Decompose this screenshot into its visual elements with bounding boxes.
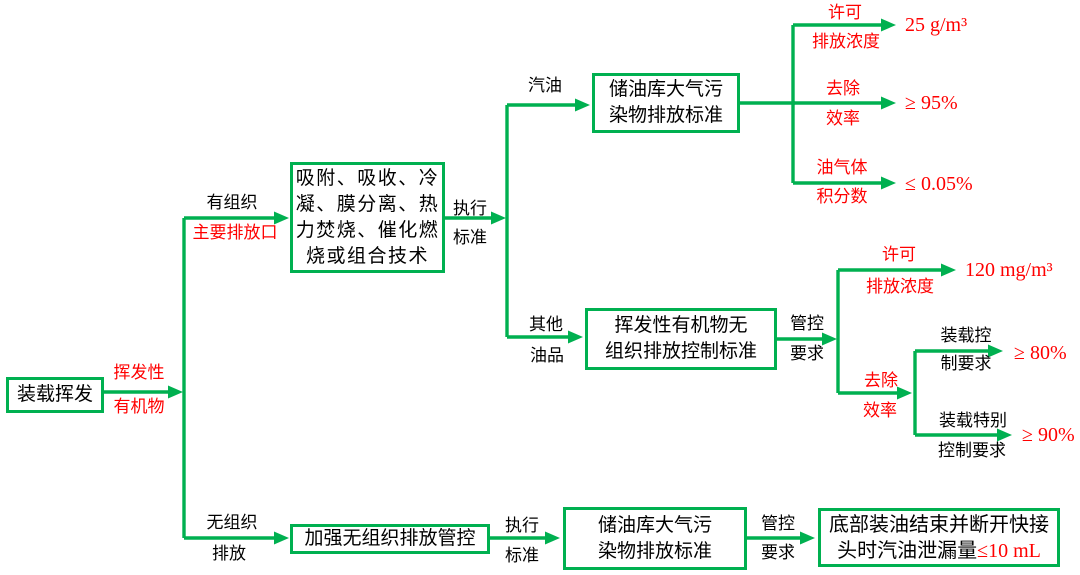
edge-control-req-1-bottom: 要求: [790, 344, 824, 363]
value-removal-eff-1: ≥ 95%: [905, 92, 958, 114]
edge-permit-conc-2-bottom: 排放浓度: [866, 277, 934, 296]
node-storage-standard-2: 储油库大气污 染物排放标准: [563, 507, 747, 570]
edge-removal-eff-1-top: 去除: [826, 79, 860, 98]
edge-exec-std-1-bottom: 标准: [453, 228, 487, 247]
value-permit-conc-2: 120 mg/m³: [965, 259, 1053, 281]
value-loading-special: ≥ 90%: [1022, 424, 1075, 446]
edge-removal-eff-2-bottom: 效率: [863, 401, 897, 420]
value-loading-control: ≥ 80%: [1014, 342, 1067, 364]
node-bottom-loading-leak: 底部装油结束并断开快接头时汽油泄漏量≤10 mL: [818, 508, 1060, 567]
edge-control-req-2-bottom: 要求: [761, 543, 795, 562]
node-voc-fugitive-standard: 挥发性有机物无 组织排放控制标准: [585, 308, 777, 370]
edge-removal-eff-2-top: 去除: [864, 371, 898, 390]
edge-permit-conc-1-top: 许可: [828, 3, 862, 22]
edge-loading-special-bottom: 控制要求: [938, 441, 1006, 460]
edge-exec-std-2-top: 执行: [505, 516, 539, 535]
node-loading-volatilization: 装载挥发: [6, 377, 104, 413]
edge-other-oils-bottom: 油品: [530, 346, 564, 365]
edge-control-req-2-top: 管控: [761, 514, 795, 533]
edge-exec-std-1-top: 执行: [453, 199, 487, 218]
arrowheads: [168, 18, 1012, 545]
edge-oil-gas-fraction-top: 油气体: [816, 158, 868, 177]
edge-loading-special-top: 装载特别: [939, 411, 1007, 430]
edge-voc-bottom: 有机物: [113, 397, 165, 416]
edge-removal-eff-1-bottom: 效率: [826, 109, 860, 128]
edge-loading-control-top: 装载控: [940, 326, 992, 345]
edge-permit-conc-1-bottom: 排放浓度: [812, 32, 880, 51]
edge-organized: 有组织: [206, 193, 258, 212]
node-storage-standard-1: 储油库大气污 染物排放标准: [592, 73, 740, 133]
bottom-loading-line1: 底部装油结束并断开快接: [829, 513, 1049, 536]
leak-limit-value: ≤10 mL: [977, 539, 1041, 562]
edge-unorganized-top: 无组织: [206, 513, 258, 532]
edge-unorganized-bottom: 排放: [212, 544, 246, 563]
edge-voc-top: 挥发性: [113, 363, 165, 382]
edge-control-req-1-top: 管控: [790, 314, 824, 333]
node-treatment-technology: 吸附、吸收、冷 凝、膜分离、热 力焚烧、催化燃 烧或组合技术: [290, 162, 445, 273]
edge-permit-conc-2-top: 许可: [882, 245, 916, 264]
value-permit-conc-1: 25 g/m³: [905, 14, 968, 36]
edge-main-outlet: 主要排放口: [192, 223, 278, 242]
edge-loading-control-bottom: 制要求: [940, 354, 992, 373]
bottom-loading-line2: 头时汽油泄漏量≤10 mL: [837, 539, 1041, 562]
edge-oil-gas-fraction-bottom: 积分数: [816, 187, 868, 206]
edge-other-oils-top: 其他: [529, 315, 563, 334]
edge-exec-std-2-bottom: 标准: [505, 546, 539, 565]
value-oil-gas-fraction: ≤ 0.05%: [905, 173, 973, 195]
edge-gasoline: 汽油: [528, 76, 562, 95]
node-strengthen-fugitive-control: 加强无组织排放管控: [290, 524, 490, 554]
